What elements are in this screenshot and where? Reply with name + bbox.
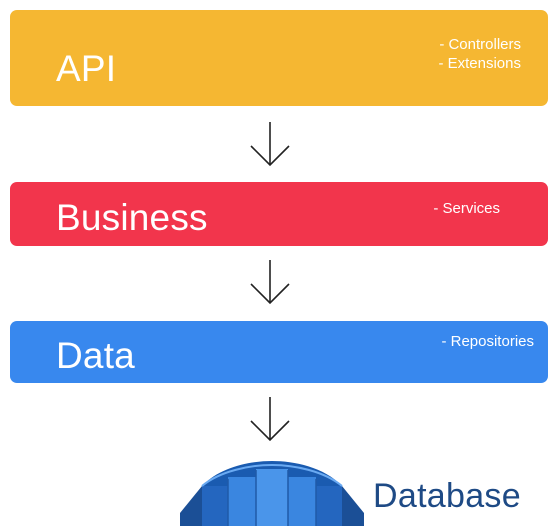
data-note-repositories: - Repositories	[441, 333, 534, 350]
api-layer-notes: - Controllers - Extensions	[438, 35, 521, 73]
down-arrow-icon	[250, 122, 290, 167]
data-layer-notes: - Repositories	[441, 332, 534, 351]
down-arrow-icon	[250, 260, 290, 305]
database-cylinder-icon	[180, 461, 364, 526]
data-layer-title: Data	[56, 335, 135, 376]
api-layer-title: API	[56, 48, 117, 89]
business-note-services: - Services	[433, 200, 500, 217]
data-layer-box: Data - Repositories	[10, 321, 548, 383]
api-note-controllers: - Controllers	[439, 36, 521, 53]
business-layer-notes: - Services	[433, 199, 500, 218]
down-arrow-icon	[250, 397, 290, 442]
api-layer-box: API - Controllers - Extensions	[10, 10, 548, 106]
business-layer-title: Business	[56, 197, 208, 238]
business-layer-box: Business - Services	[10, 182, 548, 246]
database-label: Database	[373, 477, 521, 515]
api-note-extensions: - Extensions	[438, 55, 521, 72]
